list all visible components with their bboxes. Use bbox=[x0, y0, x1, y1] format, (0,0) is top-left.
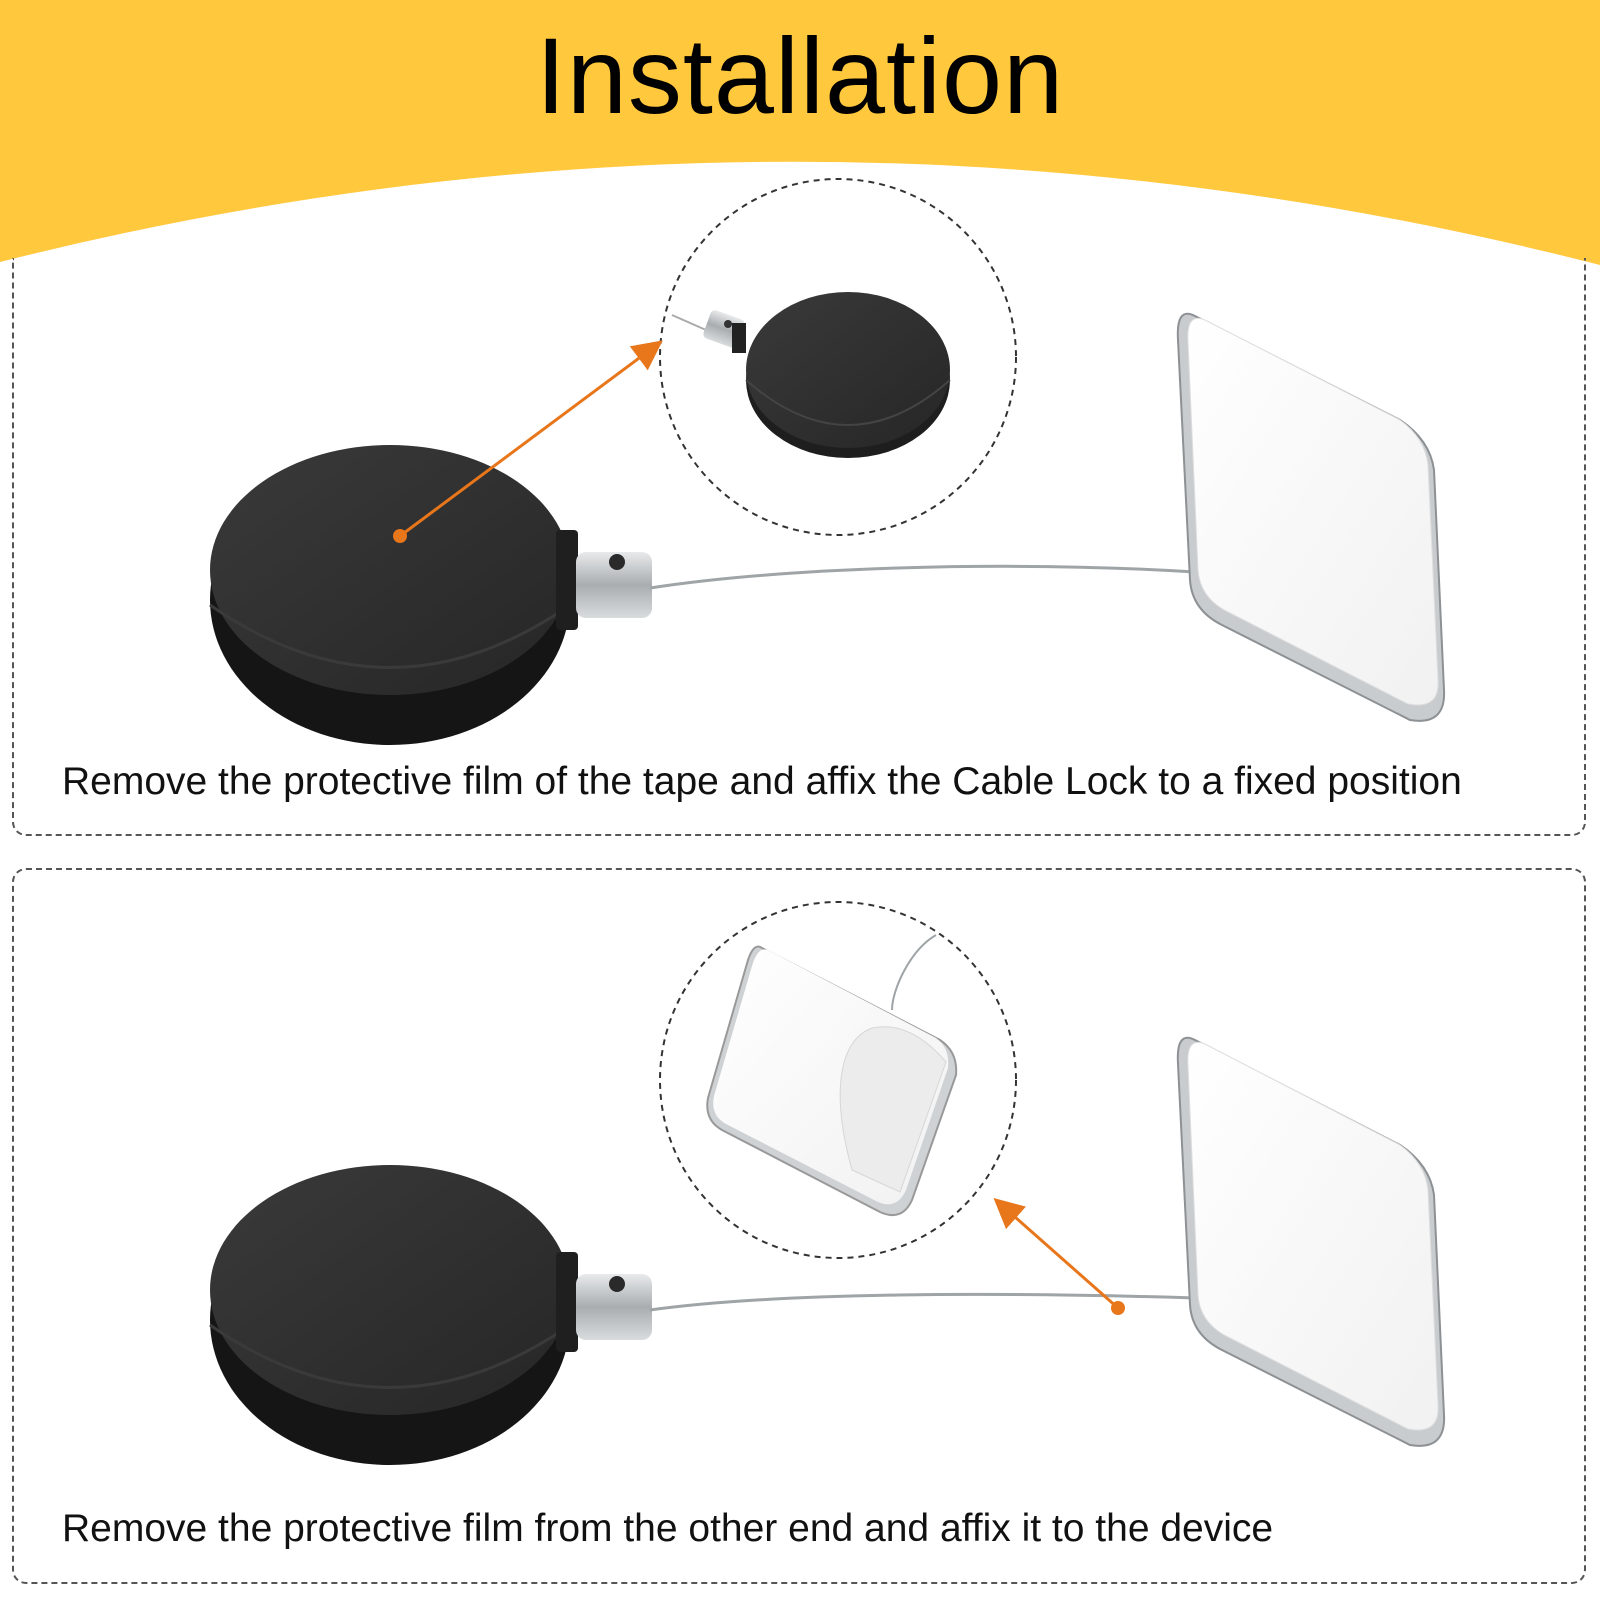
page-title: Installation bbox=[535, 15, 1065, 136]
zoom-circle-1 bbox=[659, 178, 1017, 536]
steel-cable-2 bbox=[649, 1292, 1196, 1312]
step-2-caption: Remove the protective film from the othe… bbox=[62, 1507, 1274, 1550]
header-banner bbox=[0, 0, 1600, 265]
pointer-arrow-icon-2 bbox=[993, 1198, 1119, 1310]
pointer-arrow-icon-1 bbox=[399, 340, 663, 538]
step-1-panel bbox=[12, 258, 1586, 836]
step-2-panel bbox=[12, 868, 1586, 1584]
zoomed-lock-icon bbox=[671, 292, 951, 458]
cable-lock-icon bbox=[209, 445, 652, 745]
steel-cable-1 bbox=[649, 564, 1196, 590]
adhesive-pad-icon-1 bbox=[1176, 312, 1446, 722]
peeling-film-icon bbox=[706, 934, 958, 1216]
cable-lock-icon-2 bbox=[209, 1165, 652, 1465]
step-1-caption: Remove the protective film of the tape a… bbox=[62, 760, 1462, 803]
adhesive-pad-icon-2 bbox=[1176, 1036, 1446, 1447]
zoom-circle-2 bbox=[659, 901, 1017, 1259]
